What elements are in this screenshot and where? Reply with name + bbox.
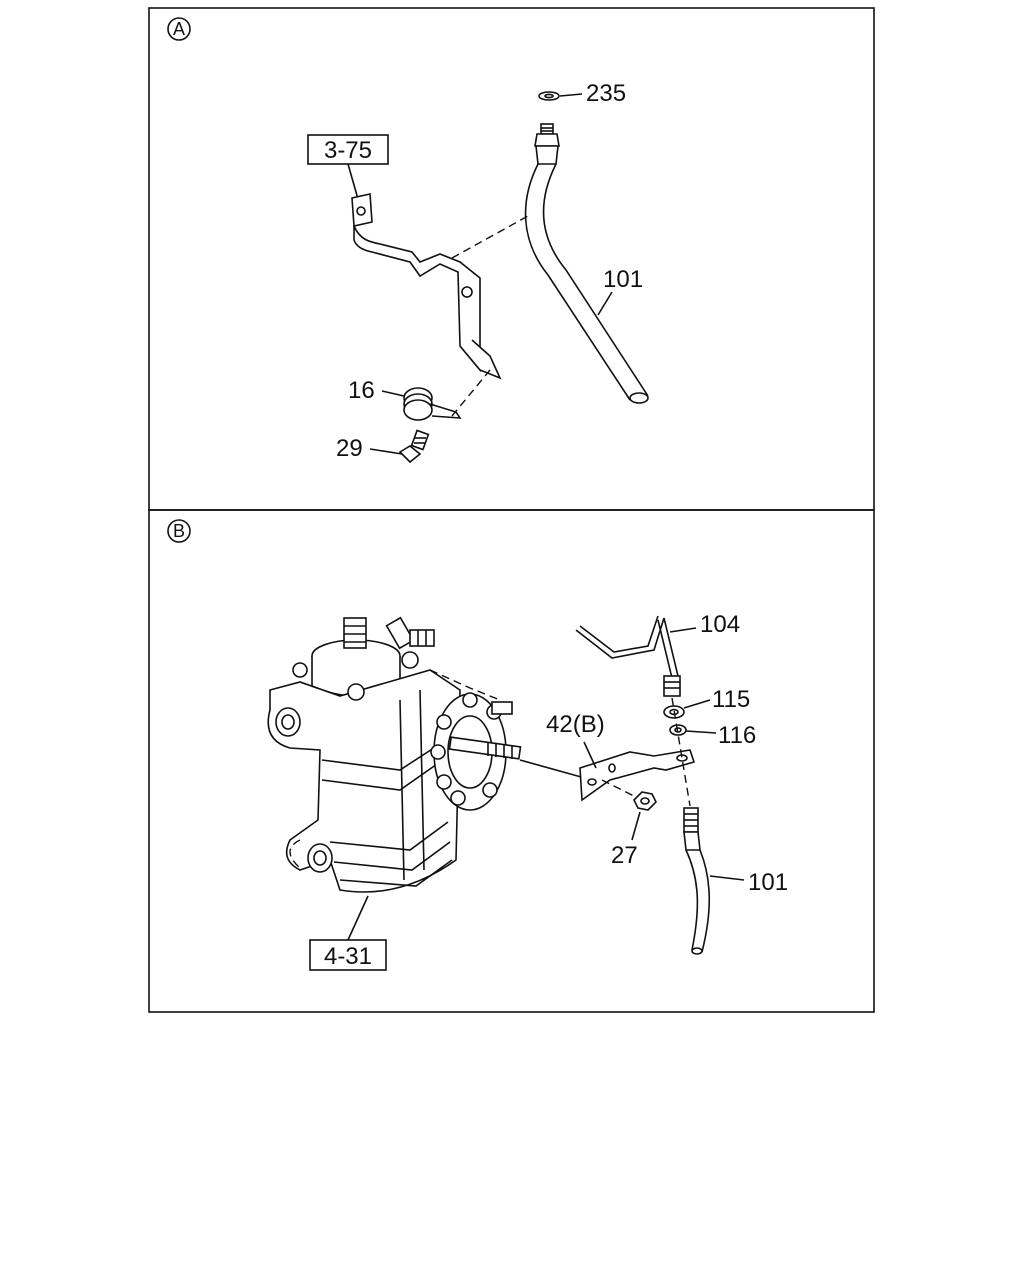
panel-a-marker-circle xyxy=(167,17,191,41)
label-101-a: 101 xyxy=(603,266,643,293)
ref-3-75: 3-75 xyxy=(324,137,372,164)
bolt-29 xyxy=(398,429,430,464)
nut-27 xyxy=(633,791,657,811)
label-101-b: 101 xyxy=(748,869,788,896)
panel-b: B xyxy=(167,519,788,971)
label-29: 29 xyxy=(336,435,363,462)
bracket xyxy=(351,193,502,380)
label-115: 115 xyxy=(712,686,750,713)
washer-235 xyxy=(538,91,560,101)
label-27: 27 xyxy=(611,842,638,869)
steering-gear-box xyxy=(267,616,522,893)
panel-b-frame xyxy=(148,509,875,1013)
panel-a-marker: A xyxy=(173,19,185,39)
panel-b-marker: B xyxy=(173,521,185,541)
label-42b: 42(B) xyxy=(546,711,605,738)
clip-16 xyxy=(403,387,462,421)
label-16: 16 xyxy=(348,377,375,404)
label-116: 116 xyxy=(718,722,756,749)
hose-101-b xyxy=(683,807,711,955)
pipe-104 xyxy=(575,615,681,697)
label-104: 104 xyxy=(700,611,740,638)
bracket-42b xyxy=(579,749,696,802)
panel-a-frame xyxy=(148,7,875,511)
label-235: 235 xyxy=(586,80,626,107)
panel-a: A 235 101 3-75 xyxy=(167,17,649,464)
hose-101-a xyxy=(524,123,649,404)
ref-4-31: 4-31 xyxy=(324,943,372,970)
panel-b-marker-circle xyxy=(167,519,191,543)
